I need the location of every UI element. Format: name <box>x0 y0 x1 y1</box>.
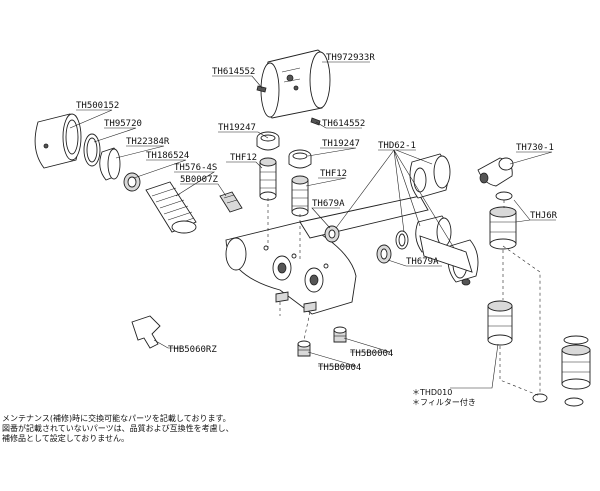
part-spindle-5b0007z <box>219 191 243 213</box>
part-nut-th679a-upper <box>324 225 340 243</box>
maintenance-note: メンテナンス(補修)時に交換可能なパーツを記載しております。 図番が記載されてい… <box>2 414 302 444</box>
part-joint-right-lower <box>561 335 591 390</box>
label-th19247-right: TH19247 <box>322 139 360 149</box>
label-th22384r: TH22384R <box>126 137 170 147</box>
label-thb5060rz: THB5060RZ <box>168 345 217 355</box>
label-th679a-lower: TH679A <box>406 257 439 267</box>
label-thd010: ＊THD010 <box>412 388 453 397</box>
part-cartridge-th576-4s <box>145 181 197 234</box>
part-plug-th5b0004-left <box>297 340 311 357</box>
part-pipe-arm <box>419 235 473 273</box>
part-knob-th22384r <box>99 147 121 181</box>
part-washer-right-a <box>495 191 513 201</box>
part-plug-th5b0004-right <box>333 326 347 343</box>
part-union-thd62-1-upper <box>409 153 451 199</box>
part-elbow-th730-1 <box>477 157 514 187</box>
part-joint-thj6r <box>489 206 517 250</box>
leader-lines <box>69 61 556 389</box>
part-main-body <box>225 195 429 315</box>
label-th972933r: TH972933R <box>326 53 375 63</box>
label-filter-note: ＊フィルター付き <box>412 398 476 407</box>
label-th679a-upper: TH679A <box>312 199 345 209</box>
part-cap-th19247-right <box>288 149 312 169</box>
label-th614552-top: TH614552 <box>212 67 255 77</box>
note-line-1: メンテナンス(補修)時に交換可能なパーツを記載しております。 <box>2 414 231 423</box>
part-washer-right-b <box>532 393 584 407</box>
screw-th614552-bottom <box>310 117 321 126</box>
label-thj6r: THJ6R <box>530 211 558 221</box>
part-ring-th95720 <box>83 133 101 167</box>
part-key-thb5060rz <box>131 315 161 349</box>
label-th5b0004-left: TH5B0004 <box>318 363 361 373</box>
label-th5b0004-right: TH5B0004 <box>350 349 393 359</box>
part-nut-th679a-lower <box>376 244 392 264</box>
label-thf12-right: THF12 <box>320 169 347 179</box>
part-filter-thd010 <box>487 300 513 346</box>
part-cover-th972933r <box>260 49 331 119</box>
screw-th614552-top <box>256 85 267 93</box>
label-th576-4s: TH576-4S <box>174 163 217 173</box>
label-th19247-left: TH19247 <box>218 123 256 133</box>
part-ring-thd62-1-small <box>395 230 409 250</box>
label-th95720: TH95720 <box>104 119 142 129</box>
part-cap-th19247-left <box>256 131 280 151</box>
part-nut-th186524 <box>123 172 141 192</box>
label-thd62-1: THD62-1 <box>378 141 416 151</box>
label-thf12-left: THF12 <box>230 153 257 163</box>
note-line-3: 補修品として設定しておりません。 <box>2 434 130 443</box>
label-th186524: TH186524 <box>146 151 189 161</box>
filter-callout: ＊THD010 ＊フィルター付き <box>412 388 476 408</box>
label-th730-1: TH730-1 <box>516 143 554 153</box>
label-th500152: TH500152 <box>76 101 119 111</box>
part-valve-thf12-left <box>259 157 277 201</box>
part-valve-thf12-right <box>291 175 309 217</box>
label-5b0007z: 5B0007Z <box>180 175 219 185</box>
note-line-2: 図番が記載されていないパーツは、品質および互換性を考慮し、 <box>2 424 234 433</box>
label-th614552-bottom: TH614552 <box>322 119 365 129</box>
part-endcap-th500152 <box>34 113 82 169</box>
